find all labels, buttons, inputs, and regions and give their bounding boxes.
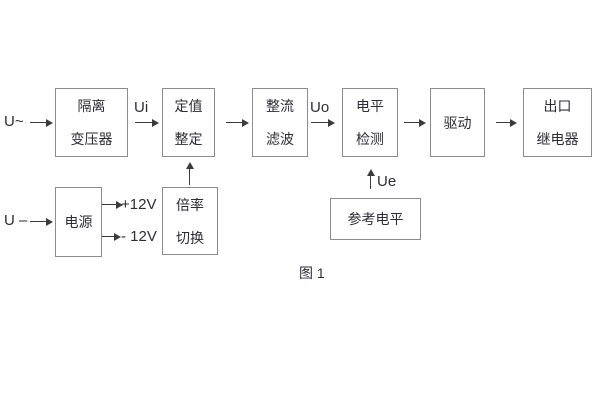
box-output-relay-line1: 出口 <box>543 98 572 114</box>
box-power-supply-line1: 电源 <box>64 214 93 230</box>
arrow-drive-to-relay <box>496 118 517 127</box>
box-level-detection: 电平 检测 <box>342 88 398 157</box>
arrow-head <box>114 232 121 241</box>
arrow-head <box>366 169 375 176</box>
box-ratio-switch-line2: 切换 <box>176 229 204 246</box>
box-isolation-transformer-line2: 变压器 <box>70 131 113 147</box>
arrow-head <box>46 217 53 226</box>
arrow-head <box>510 118 517 127</box>
box-value-setting: 定值 整定 <box>162 88 215 157</box>
arrow-shaft <box>102 235 116 238</box>
arrow-shaft <box>30 121 48 124</box>
arrow-shaft <box>226 121 244 124</box>
box-output-relay-line2: 继电器 <box>536 131 579 147</box>
box-drive: 驱动 <box>430 88 485 157</box>
arrow-shaft <box>369 174 372 189</box>
arrow-detection-to-drive <box>404 118 426 127</box>
box-ratio-switch-line1: 倍率 <box>176 196 204 213</box>
arrow-shaft <box>311 121 330 124</box>
label-ac-input: U~ <box>4 113 24 130</box>
label-minus12v: - 12V <box>121 228 157 245</box>
arrow-head <box>242 118 249 127</box>
label-ue-signal: Ue <box>377 173 397 190</box>
arrow-head <box>116 200 123 209</box>
arrow-dc-input <box>30 217 53 226</box>
arrow-shaft <box>404 121 421 124</box>
arrow-plus12v <box>102 200 123 209</box>
box-ratio-switch: 倍率 切换 <box>162 187 218 255</box>
arrow-head <box>419 118 426 127</box>
arrow-ac-input <box>30 118 53 127</box>
figure-caption: 图 1 <box>299 265 325 281</box>
box-rectifier-filter: 整流 滤波 <box>252 88 308 157</box>
box-level-detection-line2: 检测 <box>356 131 384 147</box>
arrow-head <box>152 118 159 127</box>
arrow-reference-to-detection <box>366 169 375 189</box>
arrow-shaft <box>188 167 191 185</box>
box-rectifier-filter-line1: 整流 <box>266 98 294 114</box>
box-output-relay: 出口 继电器 <box>523 88 592 157</box>
box-power-supply: 电源 <box>55 187 102 257</box>
arrow-transformer-to-setting <box>135 118 159 127</box>
arrow-head <box>185 162 194 169</box>
box-level-detection-line1: 电平 <box>356 98 384 114</box>
box-rectifier-filter-line2: 滤波 <box>266 131 294 147</box>
box-isolation-transformer: 隔离 变压器 <box>55 88 128 157</box>
label-dc-input: U – <box>4 212 28 229</box>
arrow-head <box>328 118 335 127</box>
box-reference-level: 参考电平 <box>330 198 421 240</box>
arrow-shaft <box>496 121 512 124</box>
arrow-rectifier-to-detection <box>311 118 335 127</box>
arrow-ratio-to-setting <box>185 162 194 185</box>
arrow-shaft <box>30 220 48 223</box>
arrow-head <box>46 118 53 127</box>
arrow-minus12v <box>102 232 121 241</box>
arrow-shaft <box>135 121 154 124</box>
box-value-setting-line1: 定值 <box>174 98 203 114</box>
box-isolation-transformer-line1: 隔离 <box>77 98 106 114</box>
box-value-setting-line2: 整定 <box>174 131 203 147</box>
label-ui-signal: Ui <box>134 99 149 116</box>
box-drive-line1: 驱动 <box>443 114 472 131</box>
box-reference-level-line1: 参考电平 <box>347 211 404 227</box>
label-uo-signal: Uo <box>310 99 330 116</box>
label-plus12v: +12V <box>121 196 157 213</box>
arrow-setting-to-rectifier <box>226 118 249 127</box>
arrow-shaft <box>102 203 118 206</box>
